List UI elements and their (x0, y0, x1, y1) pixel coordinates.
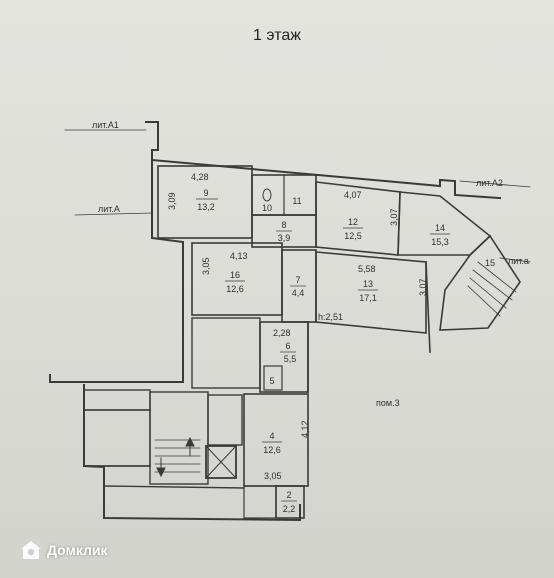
room-8-number: 8 (281, 220, 286, 230)
room-16-area: 12,6 (226, 284, 244, 294)
room-7-number: 7 (295, 275, 300, 285)
room-12-area: 12,5 (344, 231, 362, 241)
room-6-number: 6 (285, 341, 290, 351)
room-2-number: 2 (286, 490, 291, 500)
room-11-number: 11 (292, 196, 301, 206)
room-14-area: 15,3 (431, 237, 449, 247)
room-9-area: 13,2 (197, 202, 215, 212)
dim-4-13: 4,13 (230, 251, 248, 261)
room-7-area: 4,4 (292, 288, 305, 298)
dim-3-05-b: 3,05 (264, 471, 282, 481)
dim-4-12: 4,12 (300, 420, 310, 438)
room-6-area: 5,5 (284, 354, 297, 364)
room-15-number: 15 (485, 258, 495, 268)
room-14-number: 14 (435, 223, 445, 233)
premises-label: пом.3 (376, 398, 400, 408)
liter-a-label: лит.А (98, 204, 120, 214)
outer-wall-top (145, 121, 502, 200)
room-12-number: 12 (348, 217, 358, 227)
dim-3-07-b: 3,07 (418, 278, 428, 296)
dim-3-07-a: 3,07 (389, 208, 399, 226)
room-2-area: 2,2 (283, 504, 296, 514)
outer-wall-left (49, 159, 184, 383)
room-8-area: 3,9 (278, 233, 291, 243)
room-4-area: 12,6 (263, 445, 281, 455)
dim-2-28: 2,28 (273, 328, 291, 338)
dim-5-58: 5,58 (358, 264, 376, 274)
domclick-watermark: Домклик (20, 540, 108, 560)
watermark-text: Домклик (47, 542, 108, 558)
room-13-area: 17,1 (359, 293, 377, 303)
liter-a1-label: лит.А1 (92, 120, 119, 130)
domclick-logo-icon (21, 541, 41, 559)
height-label: h:2,51 (318, 312, 343, 322)
dim-4-07: 4,07 (344, 190, 362, 200)
room-5-number: 5 (269, 376, 274, 386)
liter-a-small-label: лит.а (508, 256, 529, 266)
room-10-number: 10 (262, 203, 272, 213)
room-13-number: 13 (363, 279, 373, 289)
room-16-number: 16 (230, 270, 240, 280)
room-4-number: 4 (269, 431, 274, 441)
dim-4-28: 4,28 (191, 172, 209, 182)
dim-3-05-a: 3,05 (201, 257, 211, 275)
dim-3-09: 3,09 (167, 192, 177, 210)
liter-a2-label: лит.А2 (476, 178, 503, 188)
room-9-number: 9 (203, 188, 208, 198)
floor-title: 1 этаж (253, 27, 301, 44)
